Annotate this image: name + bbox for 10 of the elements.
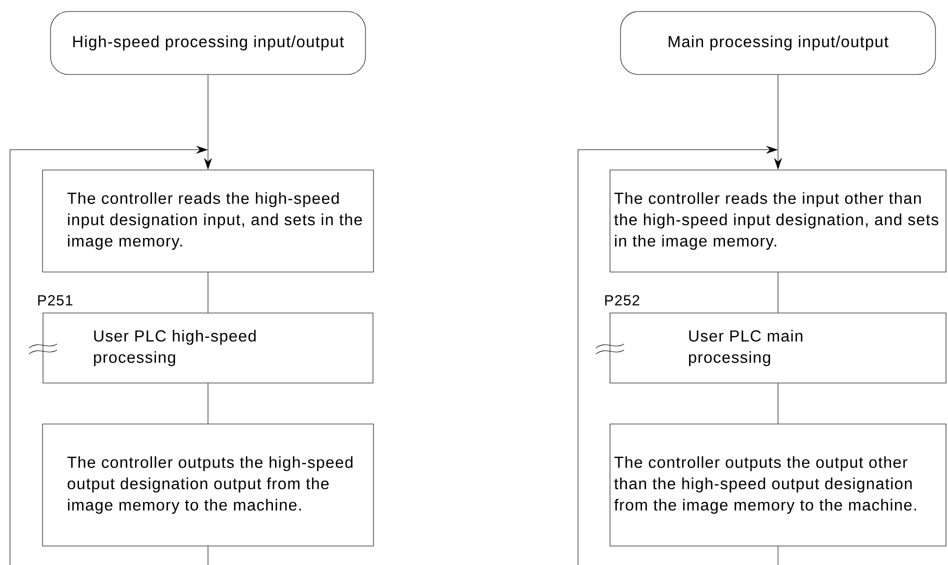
subroutine-box: User PLC high-speed processing xyxy=(42,312,374,384)
step-label: P252 xyxy=(605,295,640,306)
process-box: The controller outputs the high-speed output designation output from the image memory to the machine. xyxy=(42,424,374,546)
process-box: The controller reads the high-speed input designation input, and sets in the image memory. xyxy=(42,170,374,272)
process-box: The controller reads the input other than the high-speed input designation, and sets in the image memory. xyxy=(610,170,946,272)
step-label: P251 xyxy=(38,295,72,306)
terminal-box: Main processing input/output xyxy=(620,11,936,75)
subroutine-box: User PLC main processing xyxy=(610,312,946,384)
process-box: The controller outputs the output other than the high-speed output designation from the image memory to the machine. xyxy=(610,424,946,546)
terminal-box: High-speed processing input/output xyxy=(50,11,366,75)
